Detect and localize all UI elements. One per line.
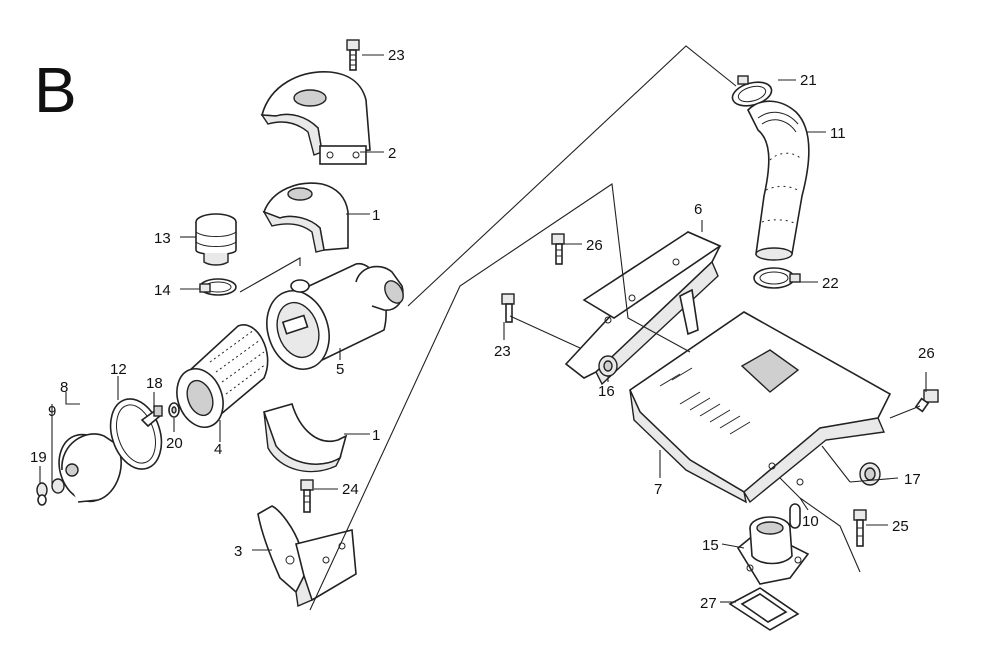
- callout-numbers: 23 2 1 13 14 5 4 1 12 18 20 8 9 19 24 3 …: [30, 47, 935, 612]
- callout-19: 19: [30, 449, 47, 466]
- cap-13: [195, 213, 237, 266]
- callout-15: 15: [702, 537, 719, 554]
- leader-lines: [39, 45, 927, 611]
- support-bracket-6: [564, 231, 722, 386]
- filter-element-4: [176, 324, 269, 428]
- callout-20: 20: [166, 435, 183, 452]
- bolt-23-top: [346, 39, 360, 71]
- callout-26-upper: 26: [586, 237, 603, 254]
- bolt-25: [853, 509, 867, 547]
- callout-2: 2: [388, 145, 396, 162]
- washer-20: [168, 402, 180, 418]
- callout-13: 13: [154, 230, 171, 247]
- callout-11: 11: [830, 125, 846, 142]
- callout-14: 14: [154, 282, 171, 299]
- nut-9: [51, 478, 65, 494]
- nut-19: [36, 482, 48, 506]
- callout-5: 5: [336, 361, 344, 378]
- air-cleaner-case-5: [266, 263, 404, 370]
- callout-6: 6: [694, 201, 702, 218]
- callout-25: 25: [892, 518, 909, 535]
- callout-24: 24: [342, 481, 359, 498]
- callout-18: 18: [146, 375, 163, 392]
- callout-1-upper: 1: [372, 207, 380, 224]
- callout-3: 3: [234, 543, 242, 560]
- callout-12: 12: [110, 361, 127, 378]
- pin-10: [789, 503, 801, 529]
- joint-15: [736, 516, 810, 585]
- callout-23-top: 23: [388, 47, 405, 64]
- callout-27: 27: [700, 595, 717, 612]
- callout-4: 4: [214, 441, 222, 458]
- nut-17: [859, 462, 881, 486]
- callout-23-right: 23: [494, 343, 511, 360]
- bolt-26-right: [914, 389, 939, 413]
- clamp-band-2: [260, 71, 371, 165]
- bolt-23-right: [501, 293, 515, 323]
- base-plate-7: [628, 311, 892, 504]
- callout-26-right: 26: [918, 345, 935, 362]
- gasket-27: [728, 587, 800, 631]
- callout-8: 8: [60, 379, 68, 396]
- hose-band-21: [731, 75, 773, 107]
- vent-slots: [659, 367, 751, 435]
- callout-10: 10: [802, 513, 819, 530]
- bolt-26-upper: [551, 233, 565, 265]
- cover-8: [58, 433, 122, 503]
- callout-7: 7: [654, 481, 662, 498]
- callout-1-lower: 1: [372, 427, 380, 444]
- callout-9: 9: [48, 403, 56, 420]
- clamp-band-1-lower: [262, 403, 348, 473]
- nut-16: [598, 355, 618, 377]
- hose-band-22: [753, 267, 801, 289]
- bolt-24: [300, 479, 314, 513]
- screw-18: [140, 405, 163, 428]
- bracket-3: [257, 505, 357, 608]
- hose-band-14: [199, 278, 237, 296]
- callout-21: 21: [800, 72, 817, 89]
- callout-17: 17: [904, 471, 921, 488]
- callout-22: 22: [822, 275, 839, 292]
- clamp-band-1-upper: [262, 182, 349, 253]
- intake-hose-11: [747, 100, 810, 261]
- callout-16: 16: [598, 383, 615, 400]
- section-letter: B: [34, 54, 77, 126]
